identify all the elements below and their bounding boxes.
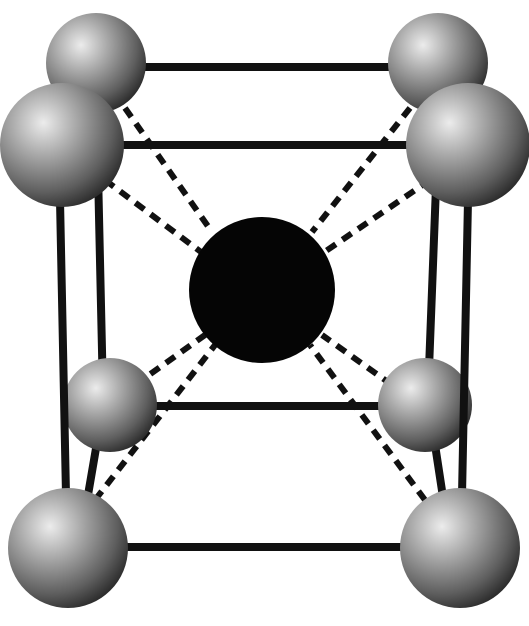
bond-to-back-bottom-right	[320, 332, 394, 388]
center-bonds	[92, 106, 432, 502]
corner-atom-front-top-left	[0, 83, 124, 207]
corner-atom-front-bottom-left	[8, 488, 128, 608]
corner-atom-front-top-right	[406, 83, 529, 207]
front-corner-atoms	[0, 83, 529, 608]
corner-atom-front-bottom-right	[400, 488, 520, 608]
front-cube-edges	[56, 141, 472, 551]
corner-atom-back-bottom-right	[378, 358, 472, 452]
bond-to-back-bottom-left	[133, 332, 207, 388]
bond-to-front-top-right	[318, 177, 432, 258]
bond-to-front-top-left	[103, 177, 207, 258]
edge-right-front-vertical	[458, 196, 472, 499]
bond-to-front-bottom-right	[307, 343, 428, 502]
bond-to-front-bottom-left	[92, 343, 218, 502]
corner-atom-back-bottom-left	[63, 358, 157, 452]
center-atom	[189, 217, 335, 363]
edge-left-front-vertical	[56, 196, 70, 499]
bond-to-back-top-left	[122, 106, 215, 234]
bond-to-back-top-right	[309, 106, 413, 234]
